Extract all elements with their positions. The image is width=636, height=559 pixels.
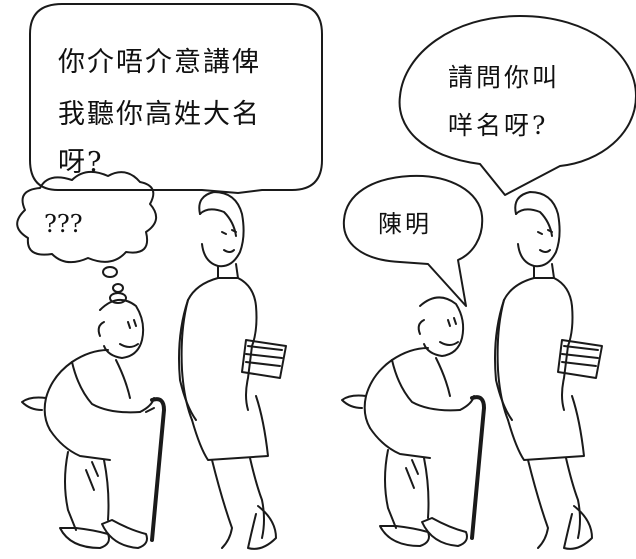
thought-bubble-cloud bbox=[16, 170, 157, 264]
old-man-right bbox=[341, 296, 486, 547]
right-speech-bubble bbox=[398, 15, 636, 196]
thought-bubble-dot-large bbox=[102, 266, 118, 278]
woman-left bbox=[178, 191, 287, 550]
thought-bubble-dot-small bbox=[112, 283, 124, 293]
left-speech-bubble bbox=[29, 3, 323, 194]
old-man-left bbox=[21, 292, 166, 549]
reply-bubble bbox=[342, 174, 484, 307]
woman-right bbox=[494, 191, 603, 550]
